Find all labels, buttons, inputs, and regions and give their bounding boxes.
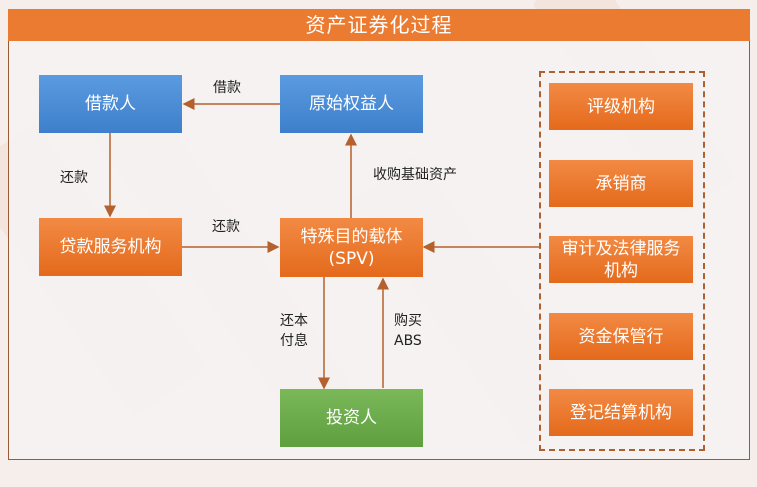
edge-label-principal-interest-line1: 还本	[280, 313, 308, 329]
participant-underwriter: 承销商	[549, 160, 693, 207]
participant-rating-agency: 评级机构	[549, 83, 693, 130]
node-originator: 原始权益人	[280, 75, 423, 133]
participant-label: 资金保管行	[578, 326, 664, 347]
participants-group	[539, 71, 705, 451]
node-servicer-label: 贷款服务机构	[59, 237, 162, 257]
edge-label-repay-borrower: 还款	[60, 170, 88, 186]
node-borrower-label: 借款人	[85, 94, 136, 114]
edge-label-principal-interest: 还本 付息	[280, 311, 308, 351]
edge-label-buy-abs: 购买 ABS	[394, 311, 422, 351]
edge-label-loan: 借款	[213, 80, 241, 96]
edge-label-buy-abs-line1: 购买	[394, 313, 422, 329]
page-title: 资产证券化过程	[8, 9, 750, 41]
participant-label: 审计及法律服务机构	[561, 238, 681, 281]
edge-label-acquire-assets: 收购基础资产	[373, 167, 457, 183]
node-spv-abbr: (SPV)	[328, 248, 375, 269]
participant-registry-clearing: 登记结算机构	[549, 389, 693, 436]
node-originator-label: 原始权益人	[309, 94, 394, 114]
participant-label: 评级机构	[587, 96, 655, 117]
node-investor-label: 投资人	[326, 408, 377, 428]
node-borrower: 借款人	[39, 75, 182, 133]
participant-custodian-bank: 资金保管行	[549, 313, 693, 360]
node-servicer: 贷款服务机构	[39, 218, 182, 276]
participant-label: 承销商	[595, 173, 647, 194]
edge-label-repay-servicer: 还款	[212, 219, 240, 235]
node-spv-label: 特殊目的载体	[300, 226, 403, 247]
edge-label-principal-interest-line2: 付息	[280, 333, 308, 349]
node-investor: 投资人	[280, 389, 423, 447]
participant-label: 登记结算机构	[570, 402, 672, 423]
edge-label-buy-abs-line2: ABS	[394, 333, 422, 349]
participant-audit-legal: 审计及法律服务机构	[549, 236, 693, 283]
node-spv: 特殊目的载体 (SPV)	[280, 218, 423, 277]
